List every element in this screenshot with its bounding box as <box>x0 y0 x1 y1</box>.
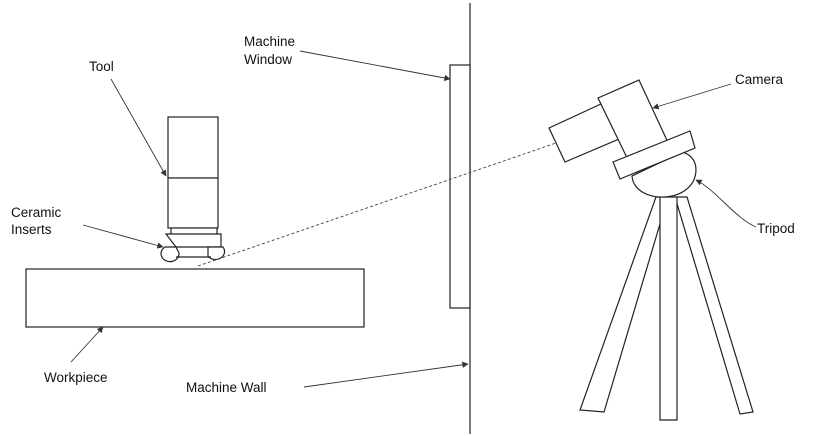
tripod-leg-right <box>674 196 754 415</box>
ceramic-insert-right <box>207 246 226 261</box>
tool <box>160 116 226 263</box>
tool-shank-upper <box>167 116 219 179</box>
label-ceramic-line2: Inserts <box>11 222 52 237</box>
tripod <box>579 151 754 421</box>
label-camera: Camera <box>735 72 784 87</box>
label-machine-wall: Machine Wall <box>186 380 267 395</box>
workpiece-block <box>25 268 365 328</box>
tool-shank-lower <box>167 177 219 229</box>
label-tool: Tool <box>89 59 114 74</box>
tripod-leader <box>695 179 757 228</box>
label-ceramic-line1: Ceramic <box>11 205 62 220</box>
ceramic-insert-left <box>160 246 180 263</box>
tripod-leg-left <box>579 196 669 413</box>
label-machine-window-line2: Window <box>244 52 292 67</box>
camera-sight-line <box>197 142 557 267</box>
camera-mount-plate <box>612 130 696 180</box>
machine-window-pane <box>449 64 471 309</box>
tool-head <box>164 233 222 248</box>
ceramic-inserts <box>160 246 226 263</box>
camera-leader <box>652 83 732 110</box>
tripod-head <box>631 151 697 198</box>
ceramic-inserts-leader <box>82 224 164 249</box>
machine-window-leader <box>299 50 451 82</box>
camera <box>548 79 696 180</box>
label-machine-window-line1: Machine <box>244 34 295 49</box>
tool-leader <box>110 78 167 177</box>
tripod-leg-center <box>659 196 678 421</box>
workpiece-leader <box>70 326 104 363</box>
machine-window <box>449 64 471 309</box>
label-workpiece: Workpiece <box>44 370 108 385</box>
machine-wall-leader <box>303 361 469 388</box>
label-tripod: Tripod <box>757 221 795 236</box>
workpiece <box>25 268 365 328</box>
